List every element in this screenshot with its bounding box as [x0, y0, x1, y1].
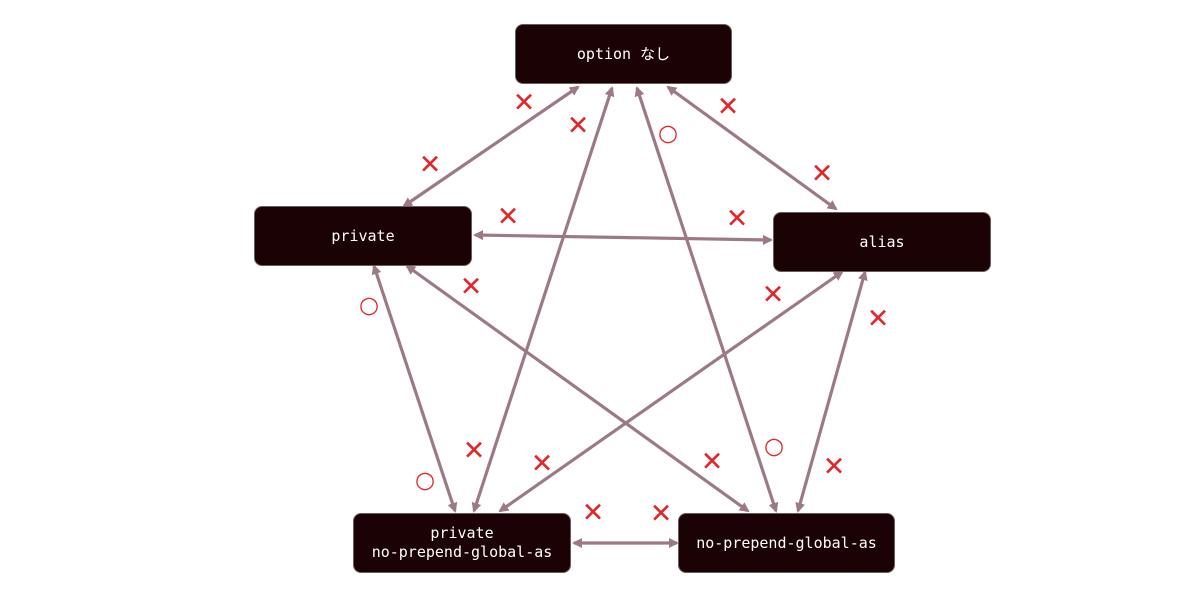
cross-mark: ✕	[531, 449, 554, 480]
circle-mark: ○	[415, 468, 435, 494]
edge-private-npga	[405, 264, 750, 513]
cross-mark: ✕	[823, 452, 846, 483]
node-option-none-label: option なし	[576, 44, 671, 63]
edge-alias-private-npga	[498, 270, 844, 513]
cross-mark: ✕	[513, 88, 536, 119]
cross-mark: ✕	[867, 304, 890, 335]
cross-mark: ✕	[811, 159, 834, 190]
edge-alias-npga	[795, 270, 868, 513]
node-npga-label: no-prepend-global-as	[696, 533, 877, 552]
cross-mark: ✕	[762, 280, 785, 311]
edge-private-alias	[473, 230, 773, 245]
cross-mark: ✕	[650, 499, 673, 530]
cross-mark: ✕	[463, 436, 486, 467]
cross-mark: ✕	[717, 92, 740, 123]
cross-mark: ✕	[582, 498, 605, 529]
cross-mark: ✕	[701, 447, 724, 478]
edge-option-alias	[666, 85, 838, 211]
edge-option-private	[402, 85, 580, 208]
node-private-no-prepend-global-as: private no-prepend-global-as	[353, 513, 571, 573]
cross-mark: ✕	[726, 204, 749, 235]
cross-mark: ✕	[567, 111, 590, 142]
node-alias: alias	[773, 212, 991, 272]
node-alias-label: alias	[859, 232, 905, 251]
node-private-label: private	[331, 226, 395, 245]
node-private-npga-line1: private	[430, 524, 494, 542]
circle-mark: ○	[359, 293, 379, 319]
node-option-none: option なし	[515, 24, 732, 84]
node-no-prepend-global-as: no-prepend-global-as	[678, 513, 895, 573]
cross-mark: ✕	[460, 272, 483, 303]
cross-mark: ✕	[419, 150, 442, 181]
node-private: private	[254, 206, 472, 266]
circle-mark: ○	[658, 121, 678, 147]
cross-mark: ✕	[497, 202, 520, 233]
node-private-npga-line2: no-prepend-global-as	[371, 543, 553, 561]
circle-mark: ○	[764, 434, 784, 460]
